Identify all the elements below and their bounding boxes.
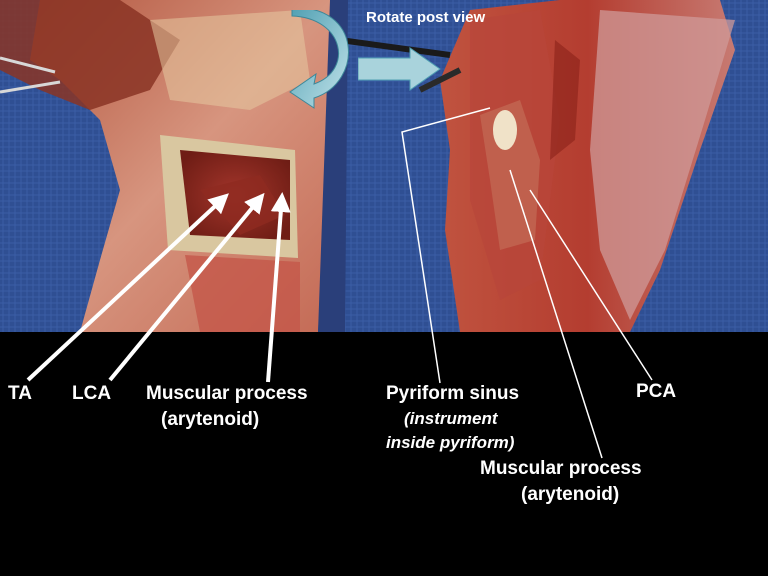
label-ta: TA: [8, 383, 32, 404]
label-pca: PCA: [636, 381, 677, 402]
label-muscular-process-right: Muscular process: [480, 458, 642, 479]
rotate-post-view-label: Rotate post view: [366, 9, 486, 26]
label-lca: LCA: [72, 383, 112, 404]
label-pyriform-sinus: Pyriform sinus: [386, 383, 520, 404]
label-instrument-line1: (instrument: [404, 409, 498, 428]
label-instrument-line2: inside pyriform): [386, 433, 515, 452]
label-arytenoid-right: (arytenoid): [521, 484, 620, 505]
label-muscular-process-left: Muscular process: [146, 383, 308, 404]
curved-rotate-arrow-icon: [289, 10, 349, 109]
right-arrow-icon: [358, 47, 441, 91]
label-arytenoid-left: (arytenoid): [161, 409, 260, 430]
